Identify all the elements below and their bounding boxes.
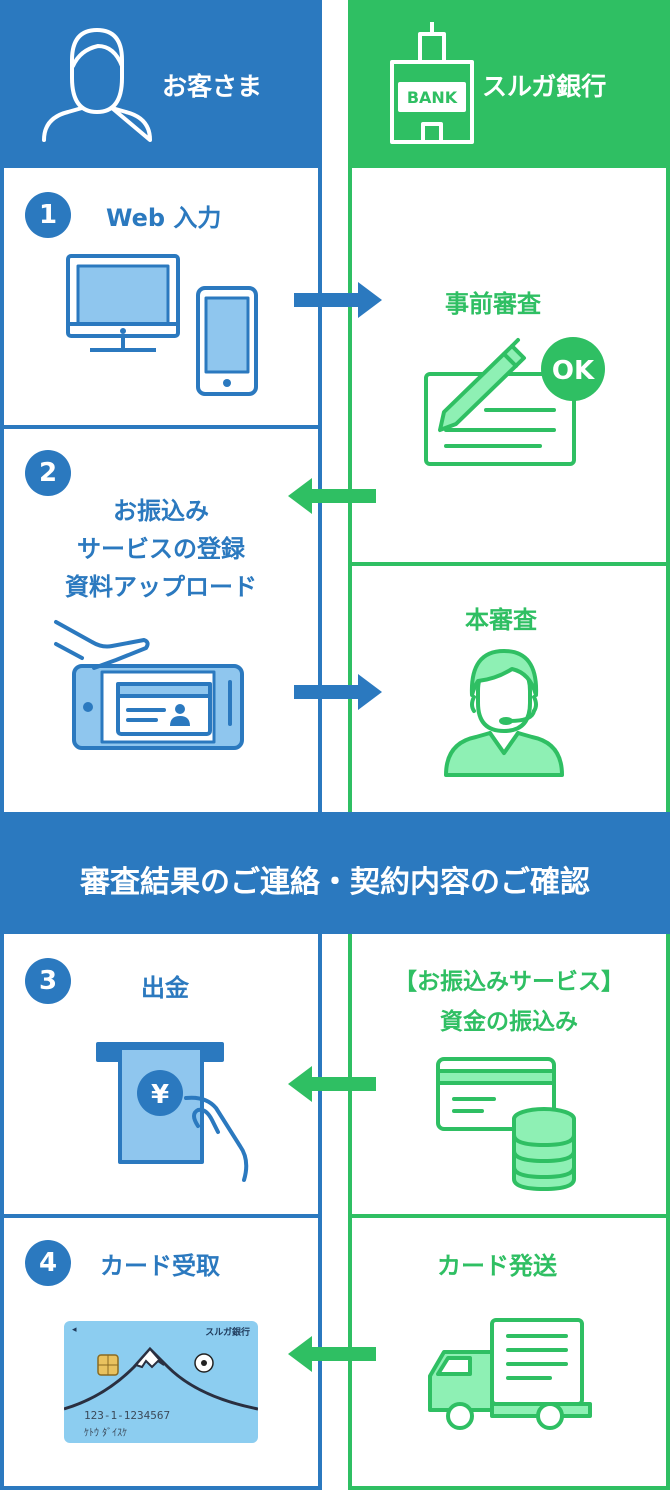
arrow-right-to-bank-1 [294,282,382,318]
step3-bank-label: 【お振込みサービス】 資金の振込み [352,962,666,1042]
step3-bank-line-2: 資金の振込み [440,1009,578,1035]
person-icon [42,28,152,142]
ok-badge-text: OK [552,356,595,386]
arrow-left-to-customer-2 [288,1066,376,1102]
step3-bank-line-1: 【お振込みサービス】 [394,969,624,995]
card-holder: ｹﾄｳ ﾀﾞｲｽｹ [84,1428,128,1439]
screening-label: 本審査 [465,606,537,634]
step-number-4: 4 [25,1240,71,1286]
arrow-left-to-customer-3 [288,1336,376,1372]
step2-customer-label: お振込み サービスの登録 資料アップロード [4,492,318,606]
bank-sign-text: BANK [407,88,458,107]
step-number-2: 2 [25,450,71,496]
bank-card-illustration: ◂ スルガ銀行 123-1-1234567 ｹﾄｳ ﾀﾞｲｽｹ [64,1321,258,1443]
bank-header-label: スルガ銀行 [482,72,607,101]
mount-fuji-graphic [64,1346,258,1411]
card-number: 123-1-1234567 [84,1409,171,1422]
document-pen-ok-icon: OK [424,337,605,466]
step4-customer-label: カード受取 [100,1252,220,1280]
arrow-left-to-customer-1 [288,478,376,514]
payment-card-coins-icon [436,1057,576,1191]
atm-cash-withdrawal-icon: ¥ [96,1042,249,1182]
step2-line-2: サービスの登録 [77,535,245,563]
card-mark: ◂ [72,1325,77,1335]
step2-line-3: 資料アップロード [65,573,257,601]
result-contact-banner: 審査結果のご連絡・契約内容のご確認 [0,812,670,934]
card-brand: スルガ銀行 [205,1328,250,1338]
banner-text: 審査結果のご連絡・契約内容のご確認 [80,865,590,900]
step-number-1: 1 [25,192,71,238]
customer-header-label: お客さま [162,72,263,101]
card-shipping-label: カード発送 [437,1252,557,1280]
bank-building-icon: BANK [390,22,474,144]
computer-and-phone-icon [66,254,258,396]
delivery-truck-icon [428,1318,592,1430]
step1-customer-label: Web 入力 [106,204,222,232]
operator-headset-icon [444,649,564,777]
yen-symbol: ¥ [151,1080,169,1110]
arrow-right-to-bank-2 [294,674,382,710]
step3-customer-label: 出金 [141,974,189,1002]
phone-id-upload-icon [54,620,244,750]
prescreen-label: 事前審査 [445,290,541,318]
step2-line-1: お振込み [113,497,209,525]
step-number-3: 3 [25,958,71,1004]
